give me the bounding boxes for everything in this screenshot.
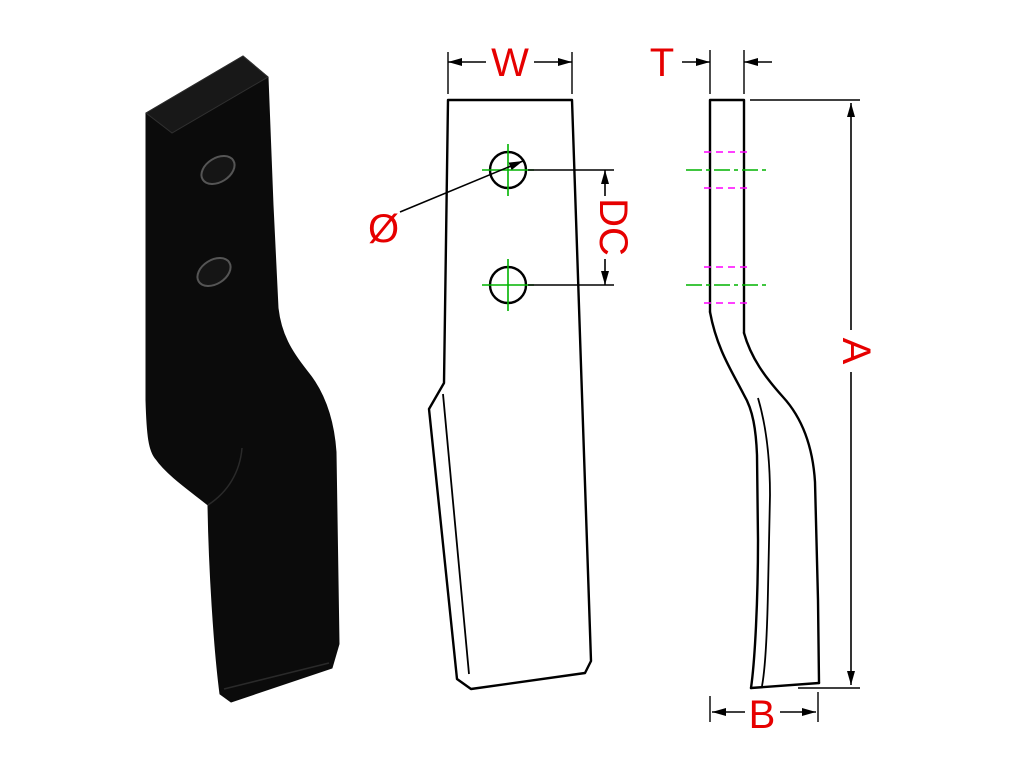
dc-label: DC: [591, 198, 635, 256]
iso-bottom-edge: [223, 662, 330, 690]
a-label: A: [834, 338, 878, 365]
t-extension-lines: [709, 50, 745, 94]
diameter-leader: [399, 160, 524, 213]
iso-view: [145, 55, 340, 703]
t-label: T: [650, 41, 674, 85]
iso-blade-silhouette: [145, 55, 340, 703]
b-label: B: [749, 693, 776, 737]
front-view: [427, 98, 593, 691]
front-bevel-edge-line: [442, 393, 470, 675]
diameter-label: Ø: [368, 207, 399, 251]
iso-blade-top-face: [145, 55, 269, 134]
side-front-curve: [708, 310, 760, 690]
b-extension-lines: [709, 692, 819, 722]
side-back-curve: [742, 331, 821, 685]
side-view: [686, 98, 821, 690]
side-bottom-edge: [749, 681, 821, 690]
a-extension-lines: [750, 99, 860, 689]
front-outline: [427, 98, 593, 691]
iso-twist-crease: [207, 447, 243, 506]
center-cross-top: [482, 144, 534, 196]
side-outline: [708, 98, 746, 335]
side-bevel-line: [757, 397, 771, 687]
center-cross-bottom: [482, 259, 534, 311]
iso-hole-lower: [196, 257, 232, 287]
dimensions: W Ø DC T A B: [368, 41, 878, 737]
iso-hole-upper: [200, 155, 236, 185]
dc-extension-lines: [528, 169, 614, 286]
w-label: W: [491, 41, 529, 85]
